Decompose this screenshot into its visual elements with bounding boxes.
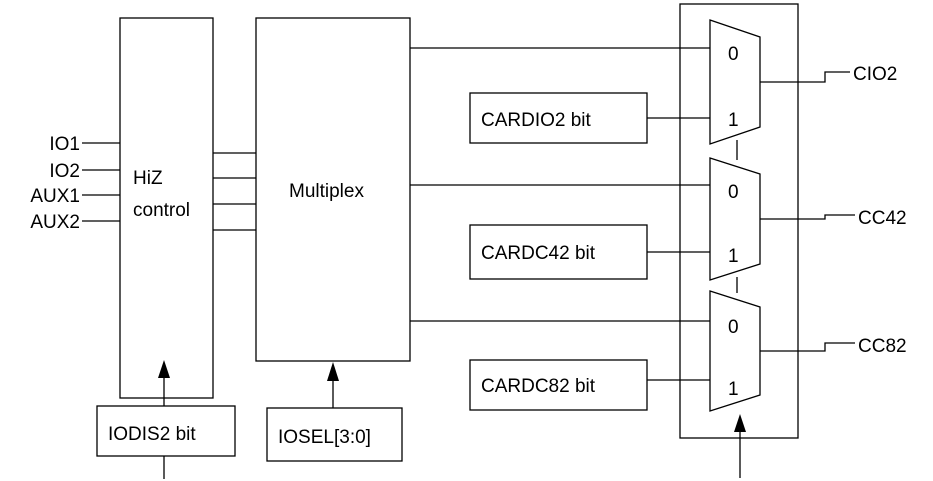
input-label-io2: IO2 bbox=[49, 161, 80, 182]
mux-cio2 bbox=[709, 19, 761, 145]
mux-cc42-input-0: 0 bbox=[728, 182, 739, 203]
output-label-cc42: CC42 bbox=[858, 208, 907, 229]
hiz-label-line1: HiZ bbox=[133, 168, 163, 189]
mux-cc82 bbox=[709, 290, 761, 412]
iosel-arrow-icon bbox=[327, 362, 339, 381]
hiz-control-block bbox=[119, 17, 214, 399]
mux-cio2-input-1: 1 bbox=[728, 110, 739, 131]
mux-cio2-input-0: 0 bbox=[728, 44, 739, 65]
output-label-cc82: CC82 bbox=[858, 336, 907, 357]
input-label-aux1: AUX1 bbox=[30, 186, 80, 207]
cc42-output-wire bbox=[760, 214, 855, 220]
hiz-label-line2: control bbox=[133, 200, 190, 221]
cardc42-bit-label: CARDC42 bit bbox=[481, 243, 596, 264]
mux-enclosure bbox=[679, 3, 799, 439]
output-label-cio2: CIO2 bbox=[853, 64, 897, 85]
cc82-output-wire bbox=[760, 342, 855, 352]
multiplex-block bbox=[255, 17, 411, 362]
mux-cc82-input-0: 0 bbox=[728, 317, 739, 338]
input-label-io1: IO1 bbox=[49, 134, 80, 155]
iodis2-bit-box bbox=[96, 405, 236, 457]
mux-cc82-input-1: 1 bbox=[728, 379, 739, 400]
iodis2-arrow-icon bbox=[158, 360, 170, 378]
mux-cc42-input-1: 1 bbox=[728, 246, 739, 267]
iosel-box bbox=[266, 407, 403, 462]
cardio2-bit-label: CARDIO2 bit bbox=[481, 110, 592, 131]
cardc42-bit-box bbox=[469, 224, 648, 280]
select-arrow-icon bbox=[734, 414, 746, 432]
input-label-aux2: AUX2 bbox=[30, 212, 80, 233]
cardc82-bit-label: CARDC82 bit bbox=[481, 376, 596, 397]
cardc82-bit-box bbox=[469, 359, 648, 411]
multiplex-label: Multiplex bbox=[289, 181, 364, 202]
iosel-label: IOSEL[3:0] bbox=[278, 427, 371, 448]
mux-cc42 bbox=[709, 157, 761, 281]
iodis2-bit-label: IODIS2 bit bbox=[108, 424, 196, 445]
cio2-output-wire bbox=[760, 71, 850, 83]
